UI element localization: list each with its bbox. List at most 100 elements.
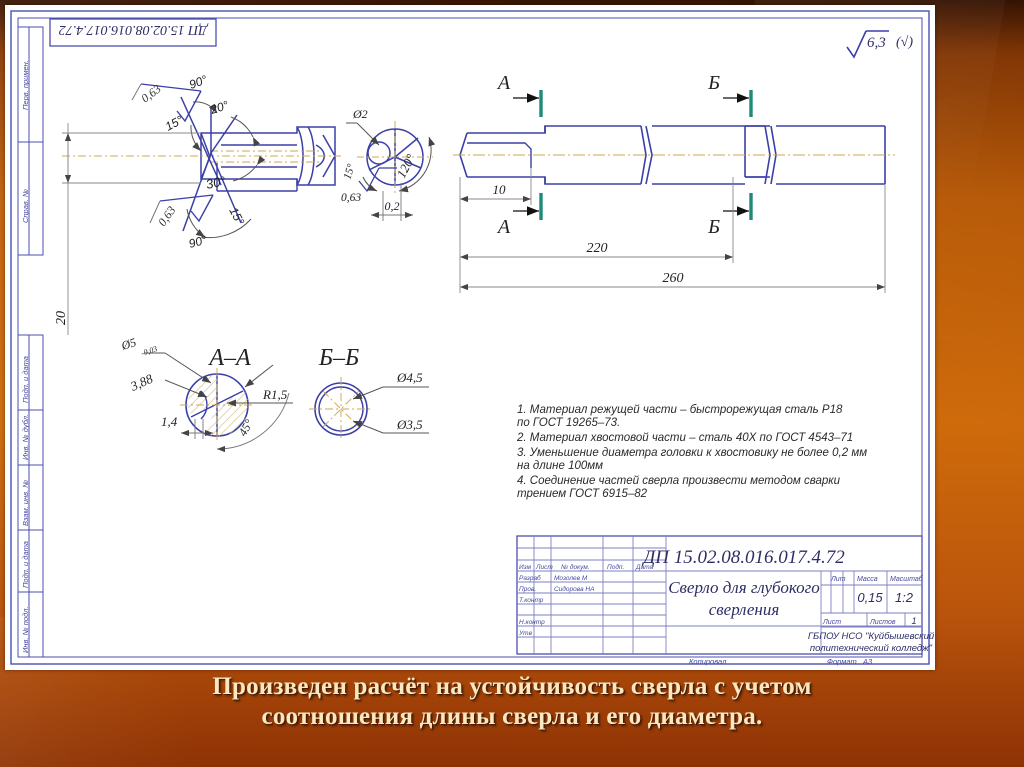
angle-15-lower: 15° bbox=[226, 205, 247, 228]
frame-label-4: Взам. инв. № bbox=[21, 480, 30, 526]
dim-14-label: 1,4 bbox=[161, 414, 178, 429]
dia-45-leader: Ø4,5 bbox=[352, 370, 429, 400]
dia-35-label: Ø3,5 bbox=[396, 417, 423, 432]
row-prov: Пров. bbox=[519, 586, 536, 593]
title-block: ДП 15.02.08.016.017.4.72 Сверло для глуб… bbox=[516, 535, 935, 666]
title-block-designation: ДП 15.02.08.016.017.4.72 bbox=[641, 547, 845, 568]
dim-02-label: 0,2 bbox=[385, 199, 400, 213]
dim-20-group: 20 bbox=[54, 123, 201, 335]
listov-label: Листов bbox=[869, 619, 896, 626]
dim-14-group: 1,4 bbox=[161, 414, 213, 439]
list-label: Лист bbox=[822, 619, 841, 626]
row-utv: Утв bbox=[518, 630, 533, 637]
frame-label-0: Перв. примен. bbox=[21, 60, 30, 110]
section-view-bb: Б–Б Ø4,5 Ø3,5 bbox=[309, 345, 429, 441]
angle-15-upper: 15° bbox=[163, 113, 186, 134]
section-view-aa: А–А Ø5 -0,03 bbox=[119, 335, 293, 453]
dim-388-label: 3,88 bbox=[127, 371, 155, 395]
frame-label-6: Инв. № подл. bbox=[21, 606, 30, 653]
row-razrab: Разраб bbox=[519, 574, 541, 582]
technical-drawing-sheet: Перв. примен. Справ. № Подп. и дата Инв.… bbox=[5, 5, 935, 670]
org-line2: политехнический колледж" bbox=[810, 643, 933, 654]
masshtab-value: 1:2 bbox=[895, 590, 914, 605]
drill-head-detail: 0,63 0,63 bbox=[62, 72, 341, 251]
col-doc: № докум. bbox=[561, 563, 590, 571]
dim-10-label: 10 bbox=[493, 182, 507, 197]
org-line1: ГБПОУ НСО "Куйбышевский bbox=[808, 631, 935, 642]
note-4: на длине 100мм bbox=[517, 460, 603, 472]
radius-label: R1,5 bbox=[262, 387, 288, 402]
row-tkontr: Т.контр bbox=[519, 597, 544, 604]
left-margin-frame bbox=[17, 18, 44, 658]
angle-90-lower: 90° bbox=[187, 233, 208, 251]
drill-point-detail: Ø2 0,63 15° 120° bbox=[341, 107, 436, 221]
dim-02-group: 0,2 bbox=[371, 183, 413, 221]
lit-label: Лит bbox=[830, 576, 846, 583]
name-razrab: Мозолев М bbox=[554, 575, 588, 582]
dia-5-tolerance: -0,03 bbox=[140, 344, 159, 358]
col-list: Лист bbox=[535, 564, 553, 571]
massa-label: Масса bbox=[857, 576, 878, 583]
angle-90-upper: 90° bbox=[187, 72, 209, 91]
left-margin-labels: Перв. примен. Справ. № Подп. и дата Инв.… bbox=[21, 60, 30, 653]
frame-label-1: Справ. № bbox=[21, 189, 30, 223]
dim-260-group: 260 bbox=[459, 184, 886, 293]
col-data: Дата bbox=[635, 564, 654, 571]
designation-top-text: ДП 15.02.08.016.017.4.72 bbox=[59, 22, 210, 37]
caption-line-2: соотношения длины сверла и его диаметра. bbox=[261, 703, 763, 730]
section-bb-title: Б–Б bbox=[318, 345, 359, 371]
dim-220-group: 220 bbox=[459, 177, 734, 263]
dia-45-label: Ø4,5 bbox=[396, 370, 423, 385]
note-0: 1. Материал режущей части – быстрорежуща… bbox=[517, 404, 843, 416]
section-b-top-label: Б bbox=[707, 72, 720, 94]
drill-main-view: А А Б Б bbox=[453, 72, 895, 293]
frame-label-3: Инв. № дубл. bbox=[21, 414, 30, 460]
dia-35-leader: Ø3,5 bbox=[352, 417, 429, 434]
dim-20-label: 20 bbox=[54, 311, 69, 325]
section-a-top-label: А bbox=[496, 72, 511, 94]
section-aa-title: А–А bbox=[207, 345, 251, 371]
dim-220-label: 220 bbox=[587, 241, 608, 256]
angle-20: 20° bbox=[208, 98, 231, 117]
frame-label-5: Подп. и дата bbox=[21, 541, 30, 588]
slide-caption: Произведен расчёт на устойчивость сверла… bbox=[0, 672, 1024, 732]
designation-box-top: ДП 15.02.08.016.017.4.72 bbox=[49, 18, 217, 47]
technical-notes: 1. Материал режущей части – быстрорежуща… bbox=[516, 404, 867, 500]
col-izm: Изм bbox=[519, 564, 532, 571]
note-1: по ГОСТ 19265–73. bbox=[517, 417, 620, 429]
note-2: 2. Материал хвостовой части – сталь 40Х … bbox=[516, 432, 853, 444]
general-roughness-value: 6,3 bbox=[867, 35, 886, 51]
note-6: трением ГОСТ 6915–82 bbox=[517, 488, 648, 500]
section-b-bottom-label: Б bbox=[707, 216, 720, 238]
dia-2-label: Ø2 bbox=[352, 107, 368, 121]
angle-120-group: 120° bbox=[393, 136, 436, 193]
masshtab-label: Масштаб bbox=[890, 575, 924, 583]
part-name-line1: Сверло для глубокого bbox=[668, 578, 820, 597]
roughness-flag-lower: 0,63 bbox=[149, 194, 214, 229]
angle-30: 30° bbox=[205, 173, 227, 192]
row-nkontr: Н.контр bbox=[519, 619, 545, 626]
format-label: Формат bbox=[827, 657, 857, 666]
note-5: 4. Соединение частей сверла произвести м… bbox=[517, 475, 841, 487]
note-3: 3. Уменьшение диаметра головки к хвостов… bbox=[517, 447, 867, 459]
part-name-line2: сверления bbox=[709, 600, 780, 619]
dim-10-group: 10 bbox=[459, 168, 532, 205]
dia-5-leader: Ø5 -0,03 bbox=[119, 335, 212, 384]
massa-value: 0,15 bbox=[857, 590, 883, 605]
name-prov: Сидорова НА bbox=[554, 585, 594, 593]
general-roughness-suffix: (√) bbox=[896, 35, 913, 50]
section-mark-b: Б Б bbox=[707, 72, 753, 238]
roughness-upper-value: 0,63 bbox=[138, 82, 163, 106]
dia-5-label: Ø5 bbox=[119, 335, 138, 353]
roughness-lower-value: 0,63 bbox=[155, 203, 179, 228]
tip-roughness-group: 0,63 15° bbox=[341, 162, 397, 204]
listov-value: 1 bbox=[911, 616, 916, 626]
section-a-bottom-label: А bbox=[496, 216, 511, 238]
dim-260-label: 260 bbox=[663, 271, 684, 286]
radius-leader: R1,5 bbox=[227, 364, 293, 407]
section-mark-a: А А bbox=[496, 72, 543, 238]
general-roughness-mark: 6,3 (√) bbox=[846, 30, 913, 59]
frame-label-2: Подп. и дата bbox=[21, 356, 30, 403]
caption-line-1: Произведен расчёт на устойчивость сверла… bbox=[212, 673, 812, 700]
